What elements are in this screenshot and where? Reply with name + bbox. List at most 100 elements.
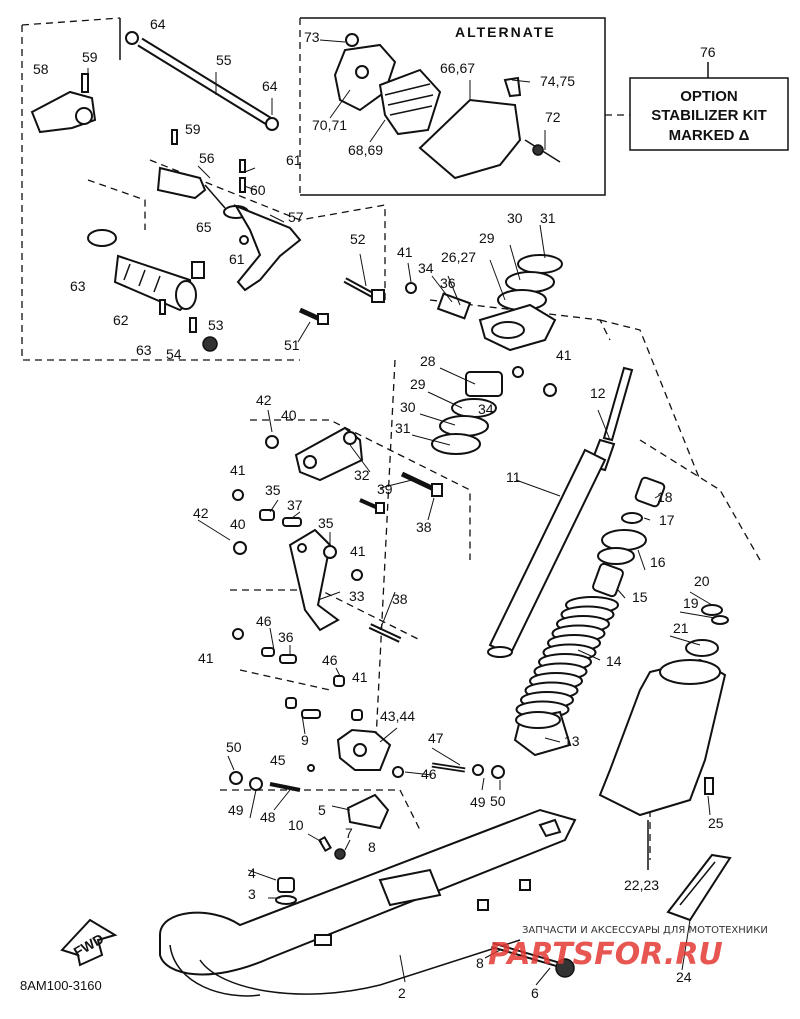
- leader-line: [447, 275, 461, 306]
- leader-line: [535, 967, 551, 986]
- callout-label: 32: [354, 467, 370, 483]
- callout-label: 64: [262, 78, 278, 94]
- callout-label: 64: [150, 16, 166, 32]
- fwd-arrow-icon: FWD: [60, 918, 118, 967]
- callout-leaders: [87, 39, 716, 986]
- callout-label: 21: [673, 620, 689, 636]
- callout-label: 42: [193, 505, 209, 521]
- callout-label: 60: [250, 182, 266, 198]
- callout-label: 57: [288, 209, 304, 225]
- leader-line: [539, 224, 546, 259]
- assembly-guide-lines: [87, 159, 761, 860]
- callout-label: 16: [650, 554, 666, 570]
- leader-line: [707, 795, 711, 816]
- watermark-logo: ЗАПЧАСТИ И АКСЕССУАРЫ ДЛЯ МОТОТЕХНИКИ PA…: [488, 925, 768, 972]
- leader-line: [577, 649, 601, 661]
- lower-linkage-part: [229, 628, 505, 860]
- callout-label: 66,67: [440, 60, 475, 76]
- leader-line: [679, 611, 716, 619]
- callout-label: 9: [301, 732, 309, 748]
- leader-line: [411, 434, 451, 446]
- leader-line: [669, 635, 701, 646]
- callout-label: 59: [185, 121, 201, 137]
- callout-label: 65: [196, 219, 212, 235]
- leader-line: [269, 627, 275, 651]
- leader-line: [269, 499, 279, 513]
- leader-line: [379, 727, 398, 743]
- leader-line: [404, 771, 433, 776]
- shock-body-part: [598, 604, 729, 870]
- leader-line: [419, 413, 456, 426]
- callout-label: 40: [230, 516, 246, 532]
- callout-label: 52: [350, 231, 366, 247]
- leader-line: [317, 591, 341, 601]
- leader-line: [273, 789, 291, 811]
- callout-label: 41: [397, 244, 413, 260]
- leader-line: [637, 549, 646, 571]
- callout-label: 8: [476, 955, 484, 971]
- callout-label: 61: [286, 152, 302, 168]
- leader-line: [654, 494, 661, 499]
- leader-line: [369, 119, 386, 143]
- leader-line: [349, 444, 371, 473]
- callout-label: 61: [229, 251, 245, 267]
- callout-label: 33: [349, 588, 365, 604]
- leader-line: [197, 519, 231, 541]
- alternate-box-frame: [299, 17, 606, 196]
- leader-line: [331, 805, 351, 811]
- callout-label: 3: [248, 886, 256, 902]
- callout-label: 15: [632, 589, 648, 605]
- leader-line: [319, 39, 346, 43]
- crank-arm-part: [223, 203, 302, 292]
- leader-line: [515, 479, 561, 497]
- callout-label: 2: [398, 985, 406, 1001]
- callout-label: 46: [256, 613, 272, 629]
- leader-line: [291, 511, 301, 519]
- link-plate-part: [233, 528, 402, 643]
- wear-bar-part: [666, 853, 732, 922]
- callout-label: 24: [676, 969, 692, 985]
- callout-label: 40: [281, 407, 297, 423]
- callout-label: 74,75: [540, 73, 575, 89]
- callout-label: 72: [545, 109, 561, 125]
- leader-line: [509, 244, 521, 281]
- bracket-arm-part: [30, 73, 97, 134]
- callout-label: 56: [199, 150, 215, 166]
- callout-label: 19: [683, 595, 699, 611]
- callout-label: 73: [304, 29, 320, 45]
- callout-label: 54: [166, 346, 182, 362]
- callout-label: 41: [352, 669, 368, 685]
- callout-label: 28: [420, 353, 436, 369]
- callout-label: 35: [318, 515, 334, 531]
- leader-line: [431, 747, 461, 766]
- callout-label: 34: [418, 260, 434, 276]
- leader-line: [249, 789, 257, 819]
- leader-line: [427, 497, 435, 521]
- callout-label: 36: [278, 629, 294, 645]
- callout-label: 45: [270, 752, 286, 768]
- callout-label: 38: [416, 519, 432, 535]
- leader-line: [484, 949, 501, 959]
- option-number: 76: [700, 44, 716, 60]
- callout-label: 53: [208, 317, 224, 333]
- callout-label: 37: [287, 497, 303, 513]
- upper-mount-stack-part: [405, 254, 563, 397]
- callout-label: 20: [694, 573, 710, 589]
- callout-label: 59: [82, 49, 98, 65]
- leader-line: [269, 214, 285, 223]
- callout-label: 70,71: [312, 117, 347, 133]
- callout-label: 63: [136, 342, 152, 358]
- leader-line: [407, 262, 412, 283]
- callout-label: 55: [216, 52, 232, 68]
- callout-label: 46: [421, 766, 437, 782]
- callout-label: 14: [606, 653, 622, 669]
- shock-rod-part: [487, 366, 634, 658]
- callout-label: 43,44: [380, 708, 415, 724]
- leader-line: [243, 185, 257, 191]
- leader-line: [227, 755, 235, 771]
- diagram-code: 8AM100-3160: [20, 978, 102, 993]
- callout-label: 8: [368, 839, 376, 855]
- leader-line: [439, 367, 476, 385]
- callout-label: 7: [345, 825, 353, 841]
- pivot-pin-part: [156, 129, 246, 209]
